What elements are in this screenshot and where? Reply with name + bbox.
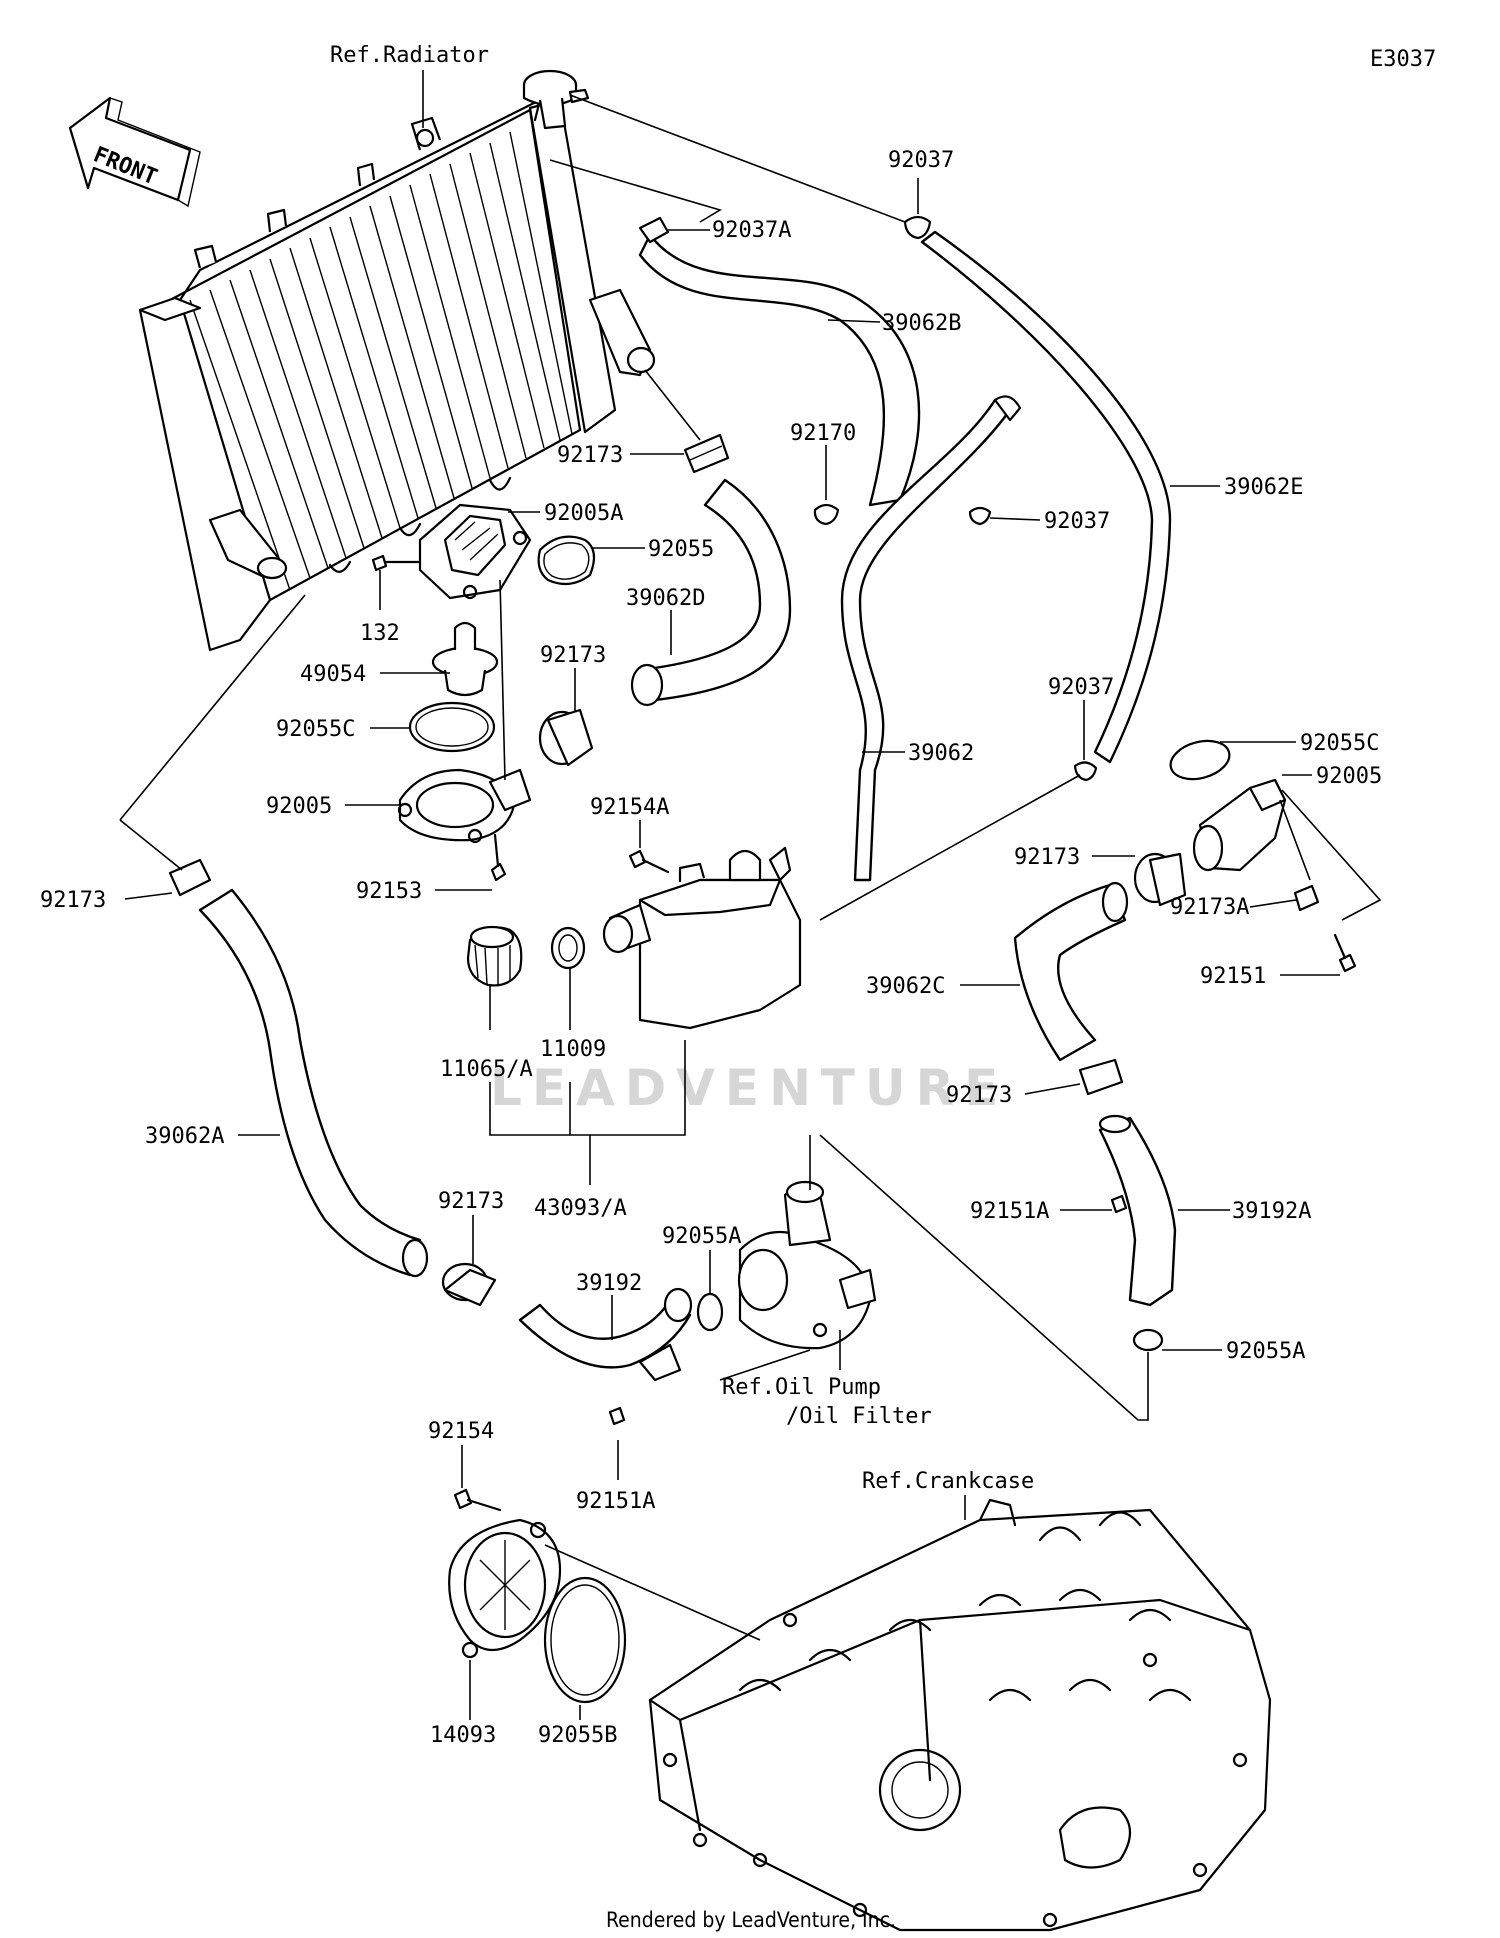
clamp-92173-mid	[538, 708, 594, 767]
label-39192: 39192	[576, 1271, 642, 1296]
leader-lines	[119, 94, 1382, 1720]
label-92005A: 92005A	[544, 501, 623, 526]
part-labels: 92037 92037A 39062B 92170 92037 39062E 9…	[40, 148, 1382, 1748]
label-92151: 92151	[1200, 964, 1266, 989]
label-11065A: 11065/A	[440, 1057, 533, 1082]
label-92154A: 92154A	[590, 795, 669, 820]
oil-pump-water-pump	[737, 1180, 877, 1350]
bolt-92151A-bottom	[608, 1406, 626, 1426]
o-ring-92055B	[543, 1576, 627, 1704]
label-92173-left: 92173	[40, 888, 106, 913]
label-39062C: 39062C	[866, 974, 945, 999]
label-92055: 92055	[648, 537, 714, 562]
label-92037-right: 92037	[1048, 675, 1114, 700]
label-92173A: 92173A	[1170, 895, 1249, 920]
hose-39062C	[1013, 883, 1127, 1062]
clamp-92037-top	[903, 215, 932, 240]
housing-92005-right	[1192, 778, 1287, 872]
pipe-39192	[518, 1298, 692, 1369]
hose-39062E	[920, 230, 1172, 764]
label-39192A: 39192A	[1232, 1199, 1311, 1224]
label-43093A: 43093/A	[534, 1196, 627, 1221]
clamp-92170	[813, 503, 840, 526]
label-39062B: 39062B	[882, 311, 961, 336]
label-92151A-bottom: 92151A	[576, 1489, 655, 1514]
crankcase	[648, 1498, 1272, 1932]
label-92005-right: 92005	[1316, 764, 1382, 789]
reservoir-tank-43093A	[602, 846, 802, 1030]
label-92173-bottom: 92173	[438, 1189, 504, 1214]
ref-radiator-label: Ref.Radiator	[330, 43, 489, 68]
label-92037-top: 92037	[888, 148, 954, 173]
label-92173-top: 92173	[557, 443, 623, 468]
label-49054: 49054	[300, 662, 366, 687]
label-92170: 92170	[790, 421, 856, 446]
clamp-92037-mid	[968, 506, 992, 526]
label-92151A-right: 92151A	[970, 1199, 1049, 1224]
bolt-92154	[453, 1488, 473, 1510]
label-92173-lower-right: 92173	[946, 1083, 1012, 1108]
cap-11065	[466, 925, 523, 987]
thermostat-housing-92005A	[418, 503, 532, 600]
o-ring-92055A-mid	[696, 1292, 724, 1332]
hose-39062	[840, 398, 1012, 882]
radiator	[138, 69, 656, 652]
label-92154: 92154	[428, 1419, 494, 1444]
ref-crankcase-label: Ref.Crankcase	[862, 1469, 1034, 1494]
ref-oil-filter-label: /Oil Filter	[786, 1404, 932, 1429]
label-92005-left: 92005	[266, 794, 332, 819]
housing-92005-left	[397, 768, 532, 844]
label-92055A-mid: 92055A	[662, 1224, 741, 1249]
thermostat-49054	[431, 621, 499, 697]
bolt-132	[371, 554, 422, 572]
clamp-92037-right	[1073, 761, 1098, 782]
diagram-code: E3037	[1370, 47, 1436, 72]
o-ring-92055C-left	[408, 701, 496, 753]
label-92055C-left: 92055C	[276, 717, 355, 742]
label-92173-mid: 92173	[540, 643, 606, 668]
clamp-92173-bottom	[441, 1262, 497, 1307]
label-92173-right: 92173	[1014, 845, 1080, 870]
hose-39062A	[198, 888, 422, 1277]
pipe-39192A	[1098, 1116, 1177, 1307]
label-39062: 39062	[908, 741, 974, 766]
clamp-92173-lower-right	[1078, 1058, 1124, 1096]
label-92055C-right: 92055C	[1300, 731, 1379, 756]
label-14093: 14093	[430, 1723, 496, 1748]
watermark: LEADVENTURE	[490, 1059, 1008, 1117]
ref-oil-pump-label: Ref.Oil Pump	[722, 1375, 881, 1400]
clamp-92173-top	[683, 433, 730, 474]
o-ring-11009	[550, 926, 586, 970]
water-pump-cover-14093	[448, 1518, 562, 1659]
bolt-92151A-right	[1110, 1194, 1128, 1214]
gasket-92055	[537, 535, 596, 586]
label-92037A: 92037A	[712, 218, 791, 243]
bolt-92151	[1338, 953, 1357, 973]
o-ring-92055C-right	[1169, 739, 1231, 781]
label-132: 132	[360, 621, 400, 646]
clamp-92173A	[1293, 884, 1320, 912]
o-ring-92055A-right	[1132, 1328, 1164, 1352]
label-39062E: 39062E	[1224, 475, 1303, 500]
label-39062D: 39062D	[626, 586, 705, 611]
front-arrow-icon: FRONT	[68, 96, 201, 208]
footer-credit: Rendered by LeadVenture, Inc.	[606, 1908, 896, 1932]
hose-39062B	[638, 233, 921, 507]
label-39062A: 39062A	[145, 1124, 224, 1149]
clamp-92173-right	[1133, 852, 1187, 907]
label-92055A-right: 92055A	[1226, 1339, 1305, 1364]
label-92037-mid: 92037	[1044, 509, 1110, 534]
label-11009: 11009	[540, 1037, 606, 1062]
label-92055B: 92055B	[538, 1723, 617, 1748]
label-92153: 92153	[356, 879, 422, 904]
